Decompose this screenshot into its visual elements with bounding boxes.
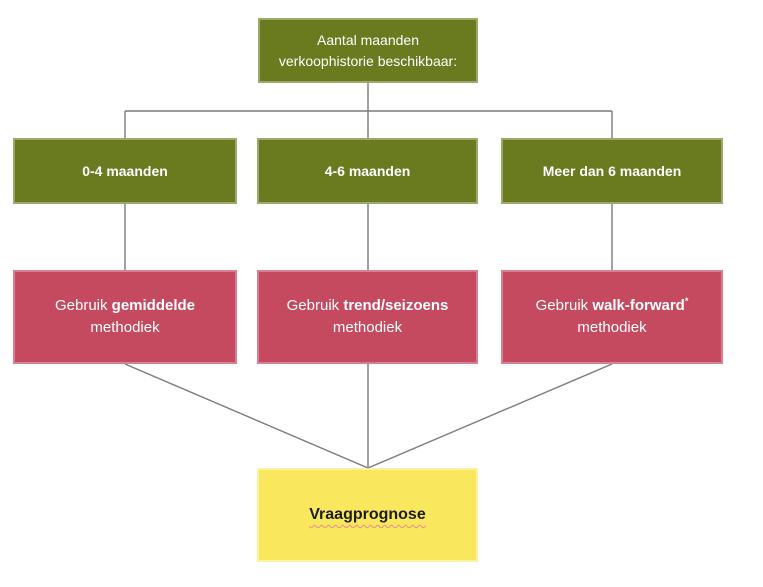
branch-label: Meer dan 6 maanden [542, 163, 682, 179]
root-box-line1: Aantal maanden [317, 31, 419, 48]
method-line2: methodiek [332, 319, 403, 336]
method-line1: Gebruik gemiddelde [55, 295, 195, 317]
result-label: Vraagprognose [309, 506, 426, 523]
result-box-vraagprognose: Vraagprognose [257, 468, 478, 562]
root-box-sales-history: Aantal maanden verkoophistorie beschikba… [258, 18, 478, 83]
branch-box-0-4-maanden: 0-4 maanden [13, 138, 237, 204]
method-box-trend-seizoens: Gebruik trend/seizoens methodiek [257, 270, 478, 364]
branch-box-4-6-maanden: 4-6 maanden [257, 138, 478, 204]
root-box-line2: verkoophistorie beschikbaar: [278, 52, 458, 69]
method-line2: methodiek [90, 319, 160, 336]
method-box-walk-forward: Gebruik walk-forward* methodiek [501, 270, 723, 364]
method-prefix: Gebruik [286, 297, 340, 314]
branch-label: 0-4 maanden [82, 163, 168, 179]
method-prefix: Gebruik [535, 297, 589, 314]
connector-method3-to-result [367, 363, 613, 469]
branch-label: 4-6 maanden [324, 163, 411, 179]
connector-method1-to-result [124, 363, 369, 469]
method-box-gemiddelde: Gebruik gemiddelde methodiek [13, 270, 237, 364]
method-line1: Gebruik trend/seizoens [287, 295, 449, 317]
method-keyword: trend/seizoens [343, 297, 449, 314]
method-keyword: walk-forward [592, 297, 685, 314]
method-line1: Gebruik walk-forward* [536, 295, 689, 317]
method-superscript: * [684, 296, 689, 306]
method-keyword: gemiddelde [111, 297, 196, 314]
method-prefix: Gebruik [54, 297, 108, 314]
branch-box-meer-dan-6-maanden: Meer dan 6 maanden [501, 138, 723, 204]
method-line2: methodiek [577, 319, 647, 336]
